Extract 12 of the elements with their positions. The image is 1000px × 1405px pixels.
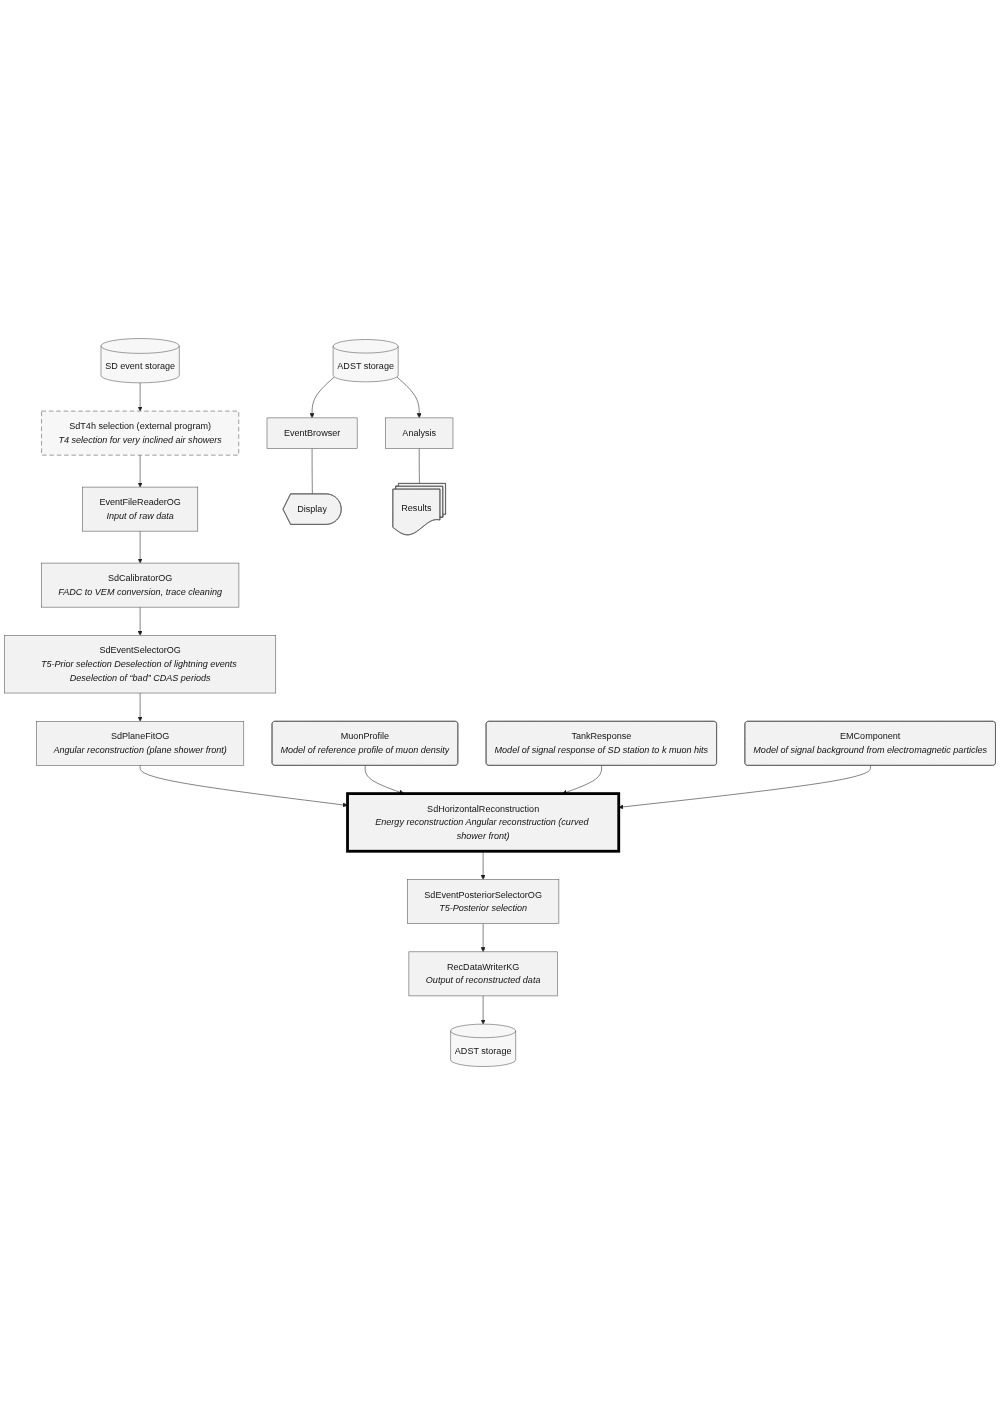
node-box: SdT4h selection (external program) T4 selection for very inclined air showers xyxy=(41,410,240,456)
node-box: SdHorizontalReconstruction Energy reconstruction Angular reconstruction (curved shower front) xyxy=(346,792,621,853)
node-box: SdPlaneFitOG Angular reconstruction (plane shower front) xyxy=(36,721,245,766)
node-box: SdCalibratorOG FADC to VEM conversion, trace cleaning xyxy=(41,562,240,608)
node-box: RecDataWriterKG Output of reconstructed data xyxy=(408,951,558,997)
node-box: EventFileReaderOG Input of raw data xyxy=(82,486,199,532)
node-box: Analysis xyxy=(385,417,454,449)
connector xyxy=(418,448,420,484)
node-box: SdEventSelectorOG T5-Prior selection Deselection of lightning events Deselection of “bad” CDAS periods xyxy=(4,635,277,694)
node-box: SdEventPosteriorSelectorOG T5-Posterior selection xyxy=(407,879,560,924)
connector xyxy=(311,448,313,495)
node-box: EventBrowser xyxy=(266,417,358,449)
